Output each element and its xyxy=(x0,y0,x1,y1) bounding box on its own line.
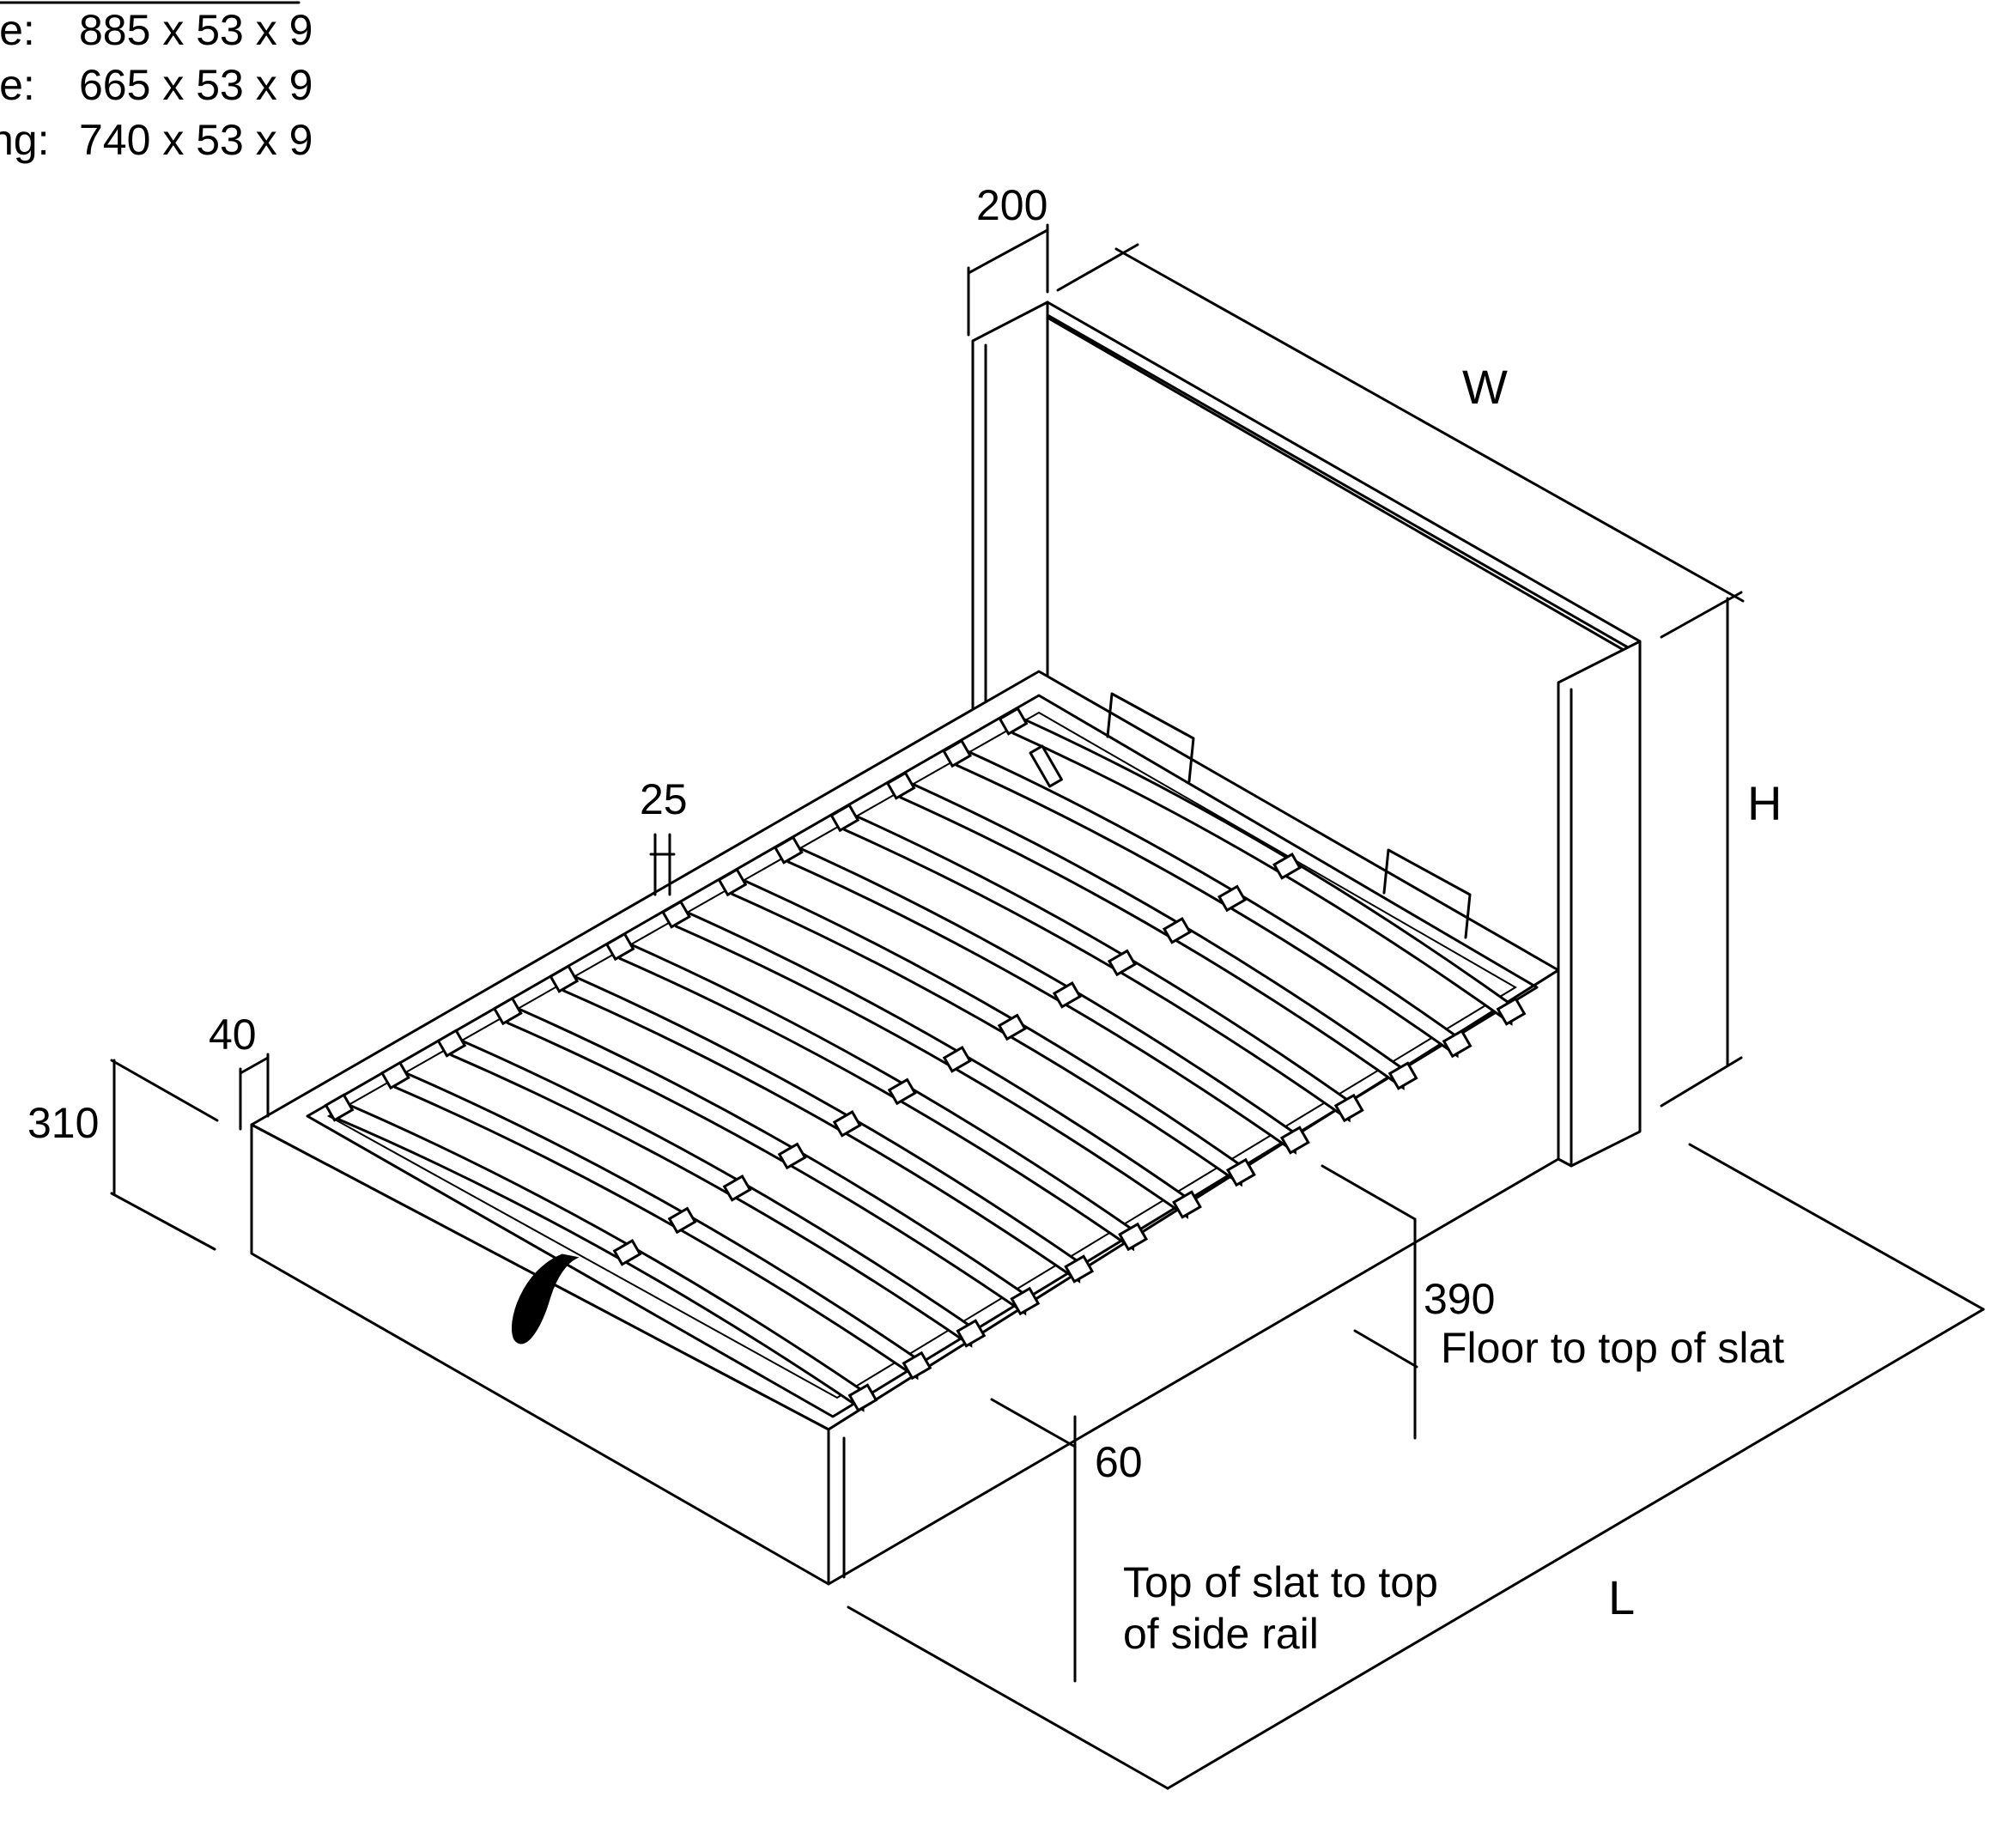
slat-joint-cap xyxy=(1162,917,1192,944)
dim-base-height: 310 xyxy=(27,1099,99,1147)
slat xyxy=(731,873,1242,1187)
slat xyxy=(956,744,1459,1059)
dim-length-label: L xyxy=(1608,1570,1635,1624)
dimension-labels: 200 W H L 25 40 310 390 Floor to top of … xyxy=(27,181,1784,1658)
spec-value-1: 885 x 53 x 9 xyxy=(79,6,313,54)
slat-joint-cap xyxy=(997,1013,1027,1041)
headboard-top-edge xyxy=(1046,300,1642,656)
slat-end-cap xyxy=(998,707,1029,736)
slat-group xyxy=(324,707,1527,1412)
bed-base xyxy=(250,670,1560,1586)
slat xyxy=(506,1002,1027,1316)
slat-end-cap xyxy=(956,1319,987,1348)
slat-frame-inner xyxy=(306,694,1539,1418)
slat-frame-rail xyxy=(326,711,1517,1399)
slat xyxy=(899,776,1405,1090)
slat-end-cap xyxy=(1172,1190,1202,1219)
slat-joint-cap xyxy=(667,1206,697,1235)
dim-slat-to-rail-label-2: of side rail xyxy=(1123,1610,1319,1658)
slat xyxy=(786,841,1296,1155)
slat-end-cap xyxy=(1010,1286,1041,1316)
slat-joint-cap xyxy=(832,1110,862,1138)
slat xyxy=(337,1098,865,1412)
slat-end-cap xyxy=(661,900,691,929)
spec-label-3: ng: xyxy=(0,116,50,164)
slat-end-cap xyxy=(1496,997,1527,1026)
slat xyxy=(393,1066,919,1381)
slat-end-cap xyxy=(902,1351,932,1381)
slat xyxy=(1011,712,1513,1026)
slat-joint-cap xyxy=(777,1142,807,1170)
slat-end-cap xyxy=(1442,1029,1473,1059)
spec-value-3: 740 x 53 x 9 xyxy=(79,116,313,164)
slat-end-cap xyxy=(1388,1061,1418,1090)
spec-label-1: le: xyxy=(0,6,35,54)
slat-joint-cap xyxy=(942,1046,972,1073)
slat-end-cap xyxy=(380,1060,410,1090)
slat-end-cap xyxy=(942,738,973,768)
gas-strut-bracket-icon xyxy=(1029,692,1472,939)
slat-joint-cap xyxy=(722,1174,752,1202)
dim-rail-width: 40 xyxy=(209,1011,257,1059)
dim-slat-to-rail-label-1: Top of slat to top xyxy=(1123,1558,1438,1606)
dim-slat-gap: 25 xyxy=(640,775,688,823)
slat-end-cap xyxy=(1064,1254,1095,1284)
dim-headboard-thickness: 200 xyxy=(976,181,1047,229)
slat-joint-cap xyxy=(1217,884,1247,913)
slat-end-cap xyxy=(492,996,523,1026)
dim-floor-to-slat-value: 390 xyxy=(1424,1275,1495,1323)
slat xyxy=(450,1034,973,1348)
dim-floor-to-slat-label: Floor to top of slat xyxy=(1441,1324,1784,1372)
slat xyxy=(843,809,1351,1123)
slat-end-cap xyxy=(847,1383,878,1412)
slat-end-cap xyxy=(549,964,580,993)
slat-end-cap xyxy=(773,835,804,865)
dimension-lines xyxy=(110,223,1985,1790)
slat-end-cap xyxy=(885,771,916,800)
dim-height-label: H xyxy=(1747,776,1782,830)
slat-spec-table: le: 885 x 53 x 9 le: 665 x 53 x 9 ng: 74… xyxy=(0,1,313,164)
dim-width-label: W xyxy=(1462,360,1508,414)
slat xyxy=(618,938,1135,1252)
slat xyxy=(562,969,1081,1284)
slat-end-cap xyxy=(436,1029,467,1058)
slat-joint-cap xyxy=(612,1239,642,1266)
slat-joint-cap xyxy=(1052,981,1082,1009)
spec-value-2: 665 x 53 x 9 xyxy=(79,61,313,109)
dim-slat-to-rail-value: 60 xyxy=(1095,1438,1143,1486)
slat-joint-cap xyxy=(1272,853,1302,880)
slat xyxy=(675,905,1188,1219)
lift-strap-icon xyxy=(511,1253,580,1344)
slat-end-cap xyxy=(1225,1157,1256,1187)
slat-end-cap xyxy=(1279,1126,1310,1155)
slat-end-cap xyxy=(1333,1093,1364,1123)
spec-label-2: le: xyxy=(0,61,35,109)
slat-end-cap xyxy=(717,867,748,897)
slat-joint-cap xyxy=(887,1077,917,1106)
slat-end-cap xyxy=(604,932,635,962)
slat-joint-cap xyxy=(1107,949,1137,977)
slat-end-cap xyxy=(829,803,860,833)
slat-end-cap xyxy=(324,1093,355,1122)
slat-end-cap xyxy=(1118,1222,1149,1252)
